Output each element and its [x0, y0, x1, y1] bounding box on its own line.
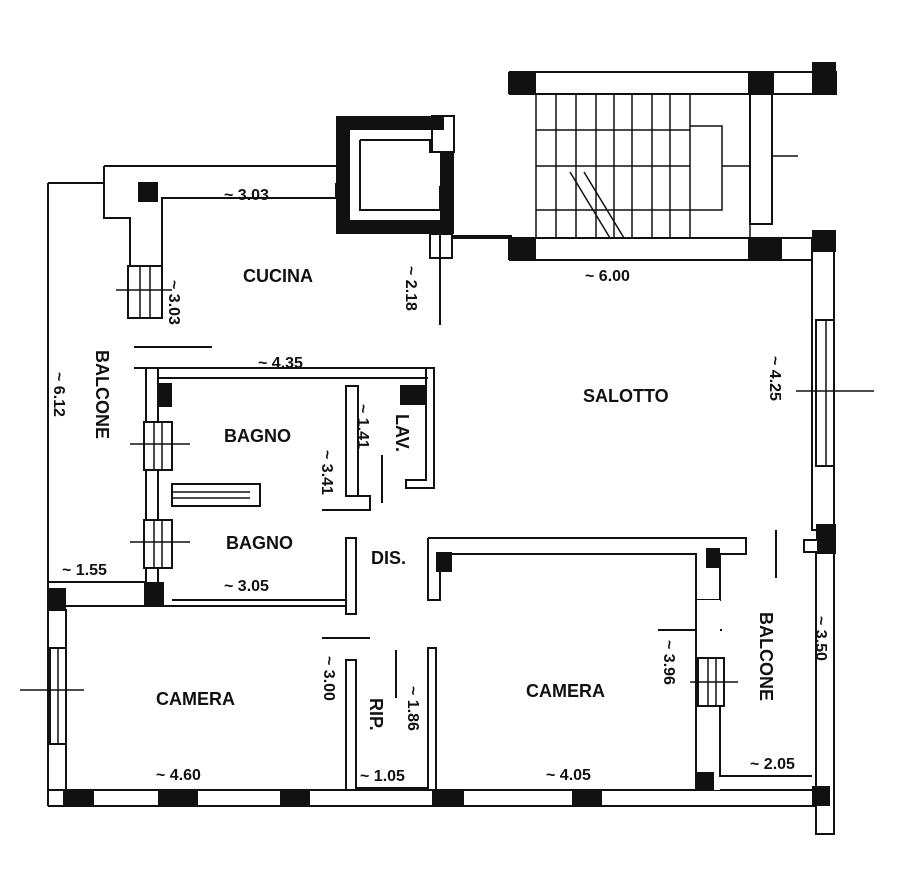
chimney-shaft [336, 115, 512, 325]
camera-left-walls [20, 581, 370, 791]
dim-rip-width: ~ 1.05 [360, 768, 405, 785]
dim-cucina-inner: ~ 2.18 [402, 266, 419, 311]
dim-camera-right-depth: ~ 3.96 [660, 640, 677, 685]
dim-balcone-left-length: ~ 6.12 [50, 372, 67, 417]
bagno-window-lower [143, 519, 173, 569]
room-label-camera-right: CAMERA [526, 681, 605, 701]
room-label-dis: DIS. [371, 548, 406, 568]
dim-balcone-right-length: ~ 3.50 [812, 616, 829, 661]
room-label-bagno-upper: BAGNO [224, 426, 291, 446]
dim-cucina-width: ~ 3.03 [224, 187, 269, 204]
dim-bagno-width: ~ 4.35 [258, 355, 303, 372]
dim-balcone-left-width: ~ 1.55 [62, 562, 107, 579]
room-label-rip: RIP. [366, 698, 386, 731]
dim-salotto-depth: ~ 4.25 [766, 356, 783, 401]
dim-camera-left-depth: ~ 3.00 [320, 656, 337, 701]
dim-balcone-right-width: ~ 2.05 [750, 756, 795, 773]
room-label-salotto: SALOTTO [583, 386, 669, 406]
room-label-cucina: CUCINA [243, 266, 313, 286]
corridor-walls [427, 524, 836, 601]
cucina-walls [103, 165, 337, 348]
room-label-balcone-left: BALCONE [92, 350, 112, 439]
rip-walls [345, 600, 812, 790]
room-label-lav: LAV. [392, 414, 412, 452]
cucina-window [127, 265, 163, 319]
dim-lav-depth: ~ 1.41 [354, 404, 371, 449]
room-label-balcone-right: BALCONE [756, 612, 776, 701]
dim-camera-right-width: ~ 4.05 [546, 767, 591, 784]
dim-cucina-depth: ~ 3.03 [165, 280, 182, 325]
salotto-window [796, 319, 874, 467]
dim-camera-left-width: ~ 4.60 [156, 767, 201, 784]
dim-bagno-depth: ~ 3.41 [318, 450, 335, 495]
room-label-bagno-lower: BAGNO [226, 533, 293, 553]
bagno-walls [130, 367, 435, 615]
dim-rip-depth: ~ 1.86 [404, 686, 421, 731]
bottom-pillars [64, 786, 830, 806]
stairwell [508, 62, 837, 261]
dim-bagno-lower-width: ~ 3.05 [224, 578, 269, 595]
bagno-window-upper [143, 421, 173, 471]
dim-salotto-width: ~ 6.00 [585, 268, 630, 285]
room-label-camera-left: CAMERA [156, 689, 235, 709]
